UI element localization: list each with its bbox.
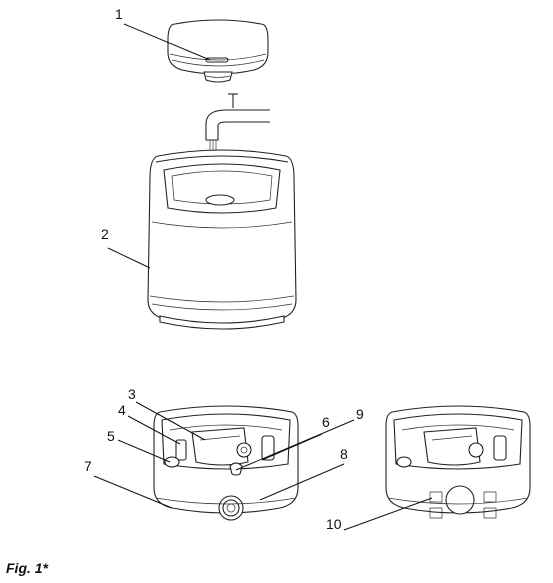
- callout-5: 5: [107, 428, 115, 444]
- cap-drawing: [168, 20, 268, 82]
- callout-9: 9: [356, 406, 364, 422]
- callout-4: 4: [118, 402, 126, 418]
- figure-caption: Fig. 1*: [6, 560, 49, 576]
- callout-3: 3: [128, 386, 136, 402]
- callout-2: 2: [101, 226, 109, 242]
- leader-8: [260, 464, 344, 500]
- leader-1: [124, 24, 210, 60]
- leader-2: [108, 248, 150, 268]
- callout-10: 10: [326, 516, 342, 532]
- water-tank-drawing: [148, 150, 296, 329]
- leader-9: [236, 420, 354, 470]
- leader-10: [344, 498, 432, 530]
- base-unit-right-drawing: [386, 406, 530, 518]
- callout-7: 7: [84, 458, 92, 474]
- leader-5: [118, 440, 170, 462]
- leader-4: [128, 416, 180, 444]
- leader-7: [94, 476, 172, 508]
- leader-lines: [94, 24, 432, 530]
- leader-3: [136, 402, 205, 440]
- callout-8: 8: [340, 446, 348, 462]
- base-unit-left-drawing: [154, 406, 298, 520]
- callout-1: 1: [115, 6, 123, 22]
- callout-6: 6: [322, 414, 330, 430]
